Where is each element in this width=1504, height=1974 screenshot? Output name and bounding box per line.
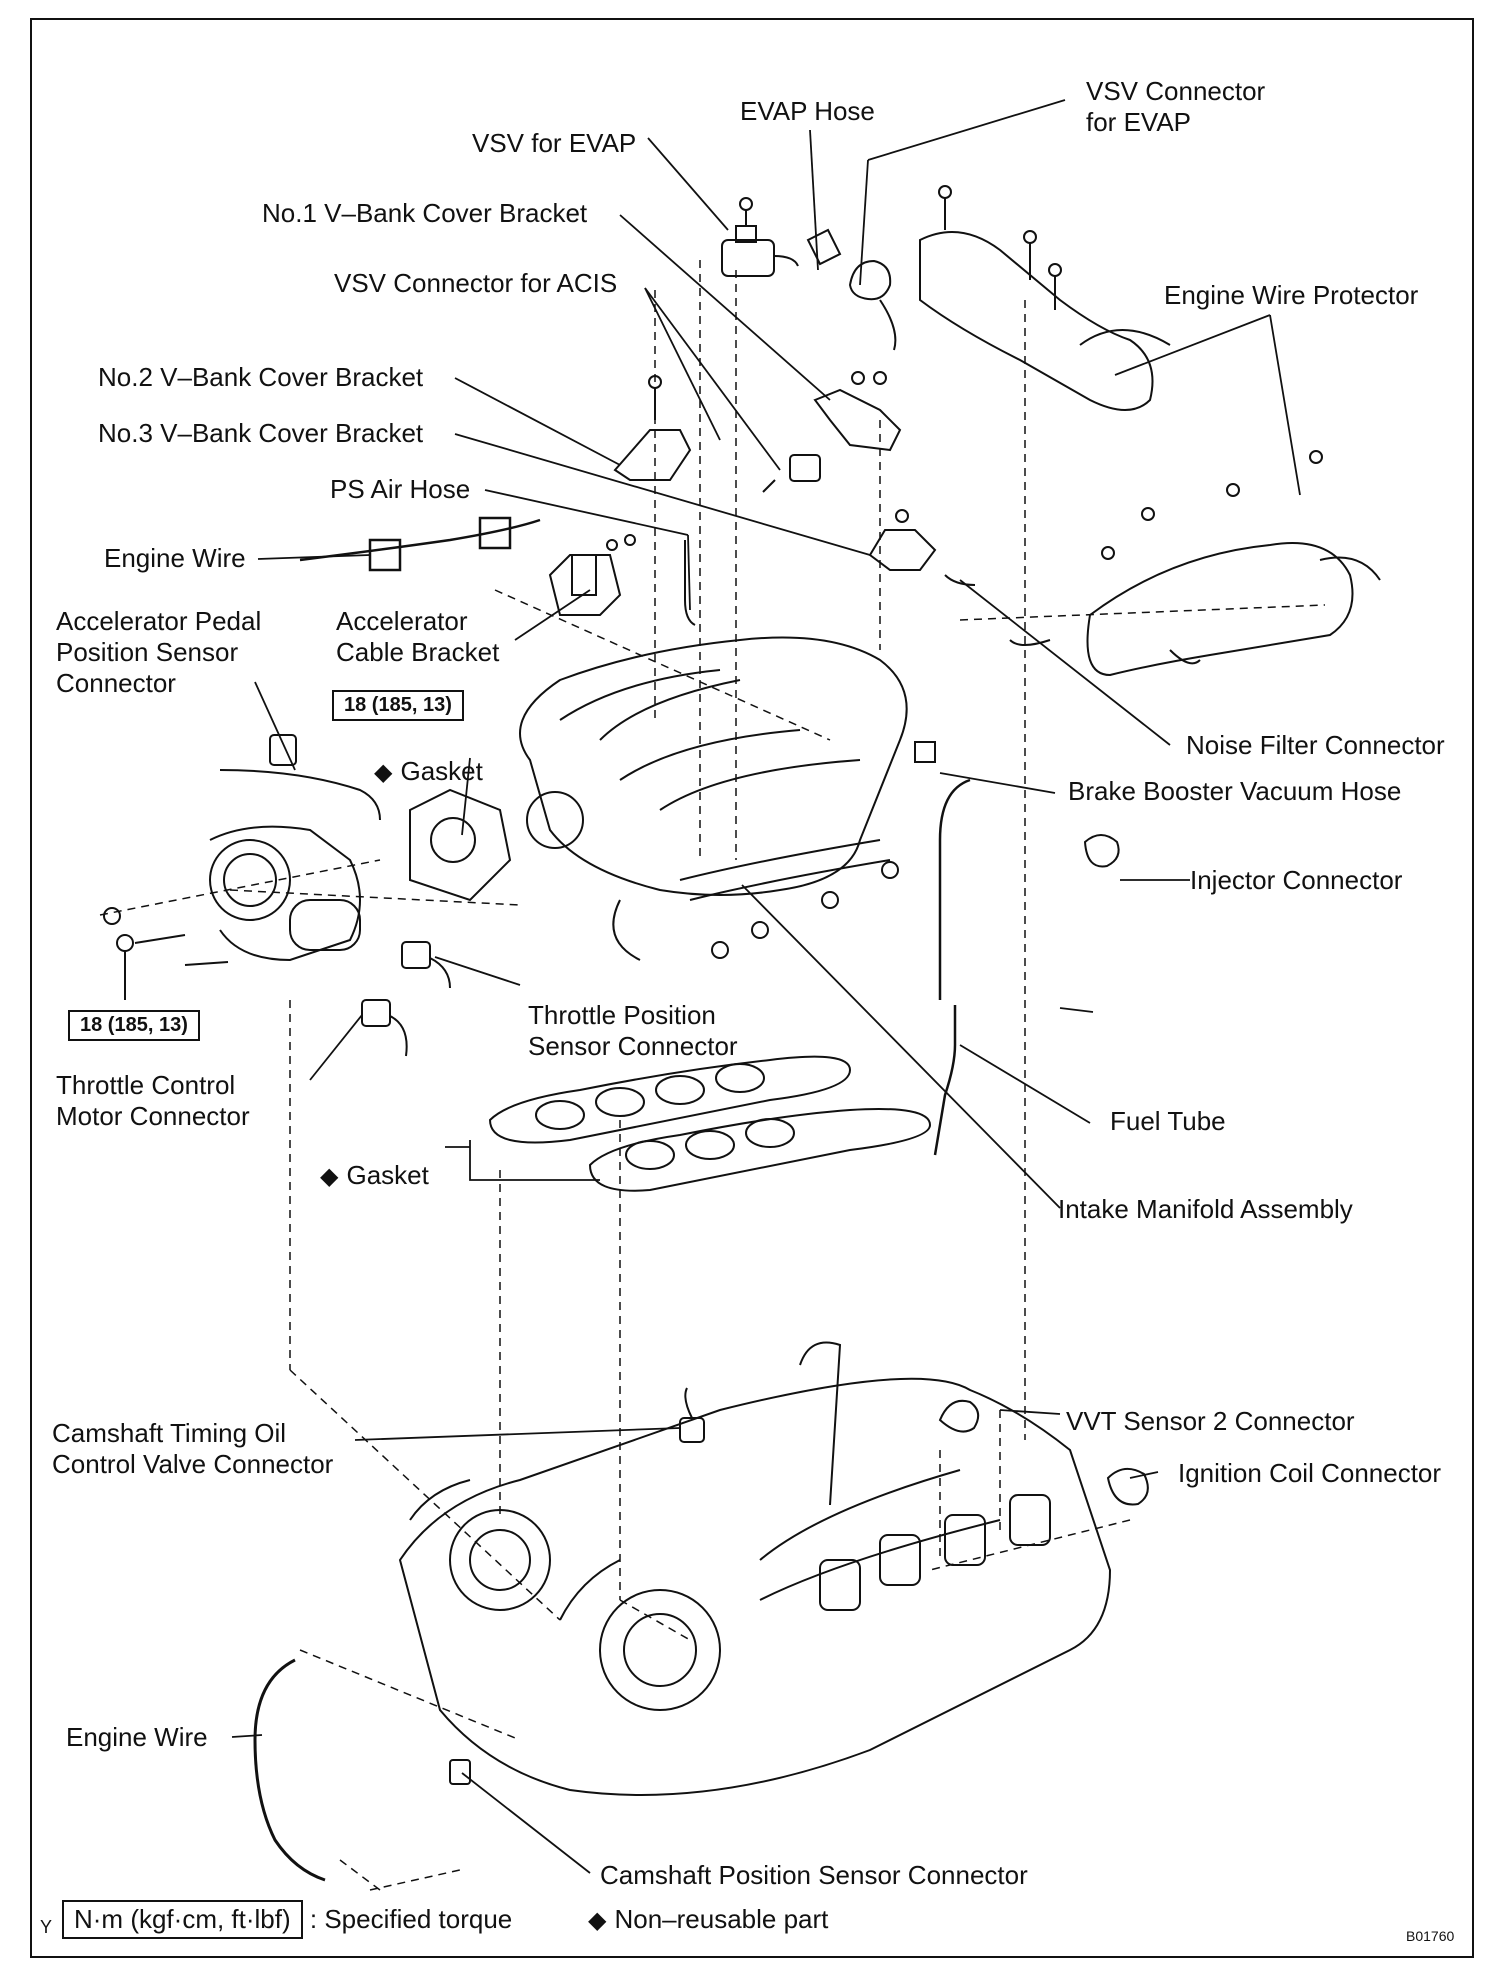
label-camshaft-timing-valve: Camshaft Timing Oil Control Valve Connec… [52,1418,333,1480]
label-no2-bracket: No.2 V–Bank Cover Bracket [98,362,424,392]
label-fuel-tube: Fuel Tube [1110,1106,1226,1136]
label-ps-air-hose: PS Air Hose [330,474,471,504]
diamond-icon: ◆ [588,1907,607,1934]
no2-bracket-part [613,375,692,481]
label-accel-pedal-line3: Connector [56,668,176,698]
label-brake-booster-hose: Brake Booster Vacuum Hose [1068,776,1402,806]
label-accel-pedal-line2: Position Sensor [56,637,239,667]
label-vsv-connector-evap-line1: VSV Connector [1086,76,1266,106]
label-camshaft-position-sensor: Camshaft Position Sensor Connector [600,1860,1028,1890]
diamond-icon: ◆ [374,759,393,786]
wire-protector-right [1009,450,1381,677]
throttle-bolts [103,907,229,1000]
label-no3-bracket: No.3 V–Bank Cover Bracket [98,418,424,448]
engine-wire-top-part [299,516,541,572]
diamond-icon: ◆ [320,1163,339,1190]
ps-air-hose-part [684,540,696,626]
gasket-lower-part [488,1055,932,1192]
gasket-top-part [409,788,512,902]
label-intake-manifold: Intake Manifold Assembly [1058,1194,1353,1224]
corner-letter: Y [40,1917,53,1937]
engine-wire-bottom-part [253,1658,326,1882]
vsv-connector-evap-part [848,259,897,351]
no3-bracket-part [868,509,976,586]
wire-protector-upper [919,185,1171,411]
throttle-body-part [209,734,381,962]
label-accel-pedal-sensor: Accelerator Pedal Position Sensor Connec… [56,606,261,699]
label-tps-line2: Sensor Connector [528,1031,738,1061]
alignment-lines [99,260,1326,1891]
label-engine-wire-bottom: Engine Wire [66,1722,208,1752]
label-tcm-line2: Motor Connector [56,1101,250,1131]
label-vsv-connector-evap-line2: for EVAP [1086,107,1192,137]
accel-cable-bracket-part [548,534,636,616]
label-vsv-connector-evap: VSV Connector for EVAP [1086,76,1265,138]
legend-nonreusable: ◆ Non–reusable part [588,1904,828,1936]
label-tcm-line1: Throttle Control [56,1070,236,1100]
label-accel-pedal-line1: Accelerator Pedal [56,606,262,636]
figure-id: B01760 [1406,1928,1455,1944]
label-accel-cable-line1: Accelerator [336,606,468,636]
label-vsv-for-evap: VSV for EVAP [472,128,637,158]
injector-connector-part [1083,834,1120,868]
brake-booster-part [914,741,936,763]
torque-box-lower: 18 (185, 13) [68,1010,200,1041]
ignition-coil-connector-part [1106,1467,1149,1506]
vvt-connector-part [938,1399,980,1433]
label-noise-filter-connector: Noise Filter Connector [1186,730,1445,760]
cam-timing-connector-part [679,1387,705,1443]
tps-connector-part [361,941,451,1057]
label-vvt-sensor-2: VVT Sensor 2 Connector [1066,1406,1355,1436]
vsv-acis-part [762,454,821,493]
legend-unit-box: N·m (kgf·cm, ft·lbf) [62,1900,303,1939]
legend-unit-text: : Specified torque [309,1904,513,1934]
torque-box-upper: 18 (185, 13) [332,690,464,721]
label-evap-hose: EVAP Hose [740,96,875,126]
label-engine-wire-top: Engine Wire [104,543,246,573]
label-cam-timing-line2: Control Valve Connector [52,1449,334,1479]
label-engine-wire-protector: Engine Wire Protector [1164,280,1419,310]
label-tps-line1: Throttle Position [528,1000,716,1030]
no1-bracket-part [813,371,902,452]
label-gasket-top-text: Gasket [400,756,483,786]
cam-position-connector-part [449,1759,471,1785]
label-vsv-connector-acis: VSV Connector for ACIS [334,268,618,298]
label-throttle-position-sensor: Throttle Position Sensor Connector [528,1000,738,1062]
label-cam-timing-line1: Camshaft Timing Oil [52,1418,287,1448]
diagram-frame [30,18,1474,1958]
label-ignition-coil-connector: Ignition Coil Connector [1178,1458,1442,1488]
vsv-evap-part [721,197,799,277]
label-throttle-control-motor: Throttle Control Motor Connector [56,1070,250,1132]
label-gasket-mid: ◆ Gasket [320,1160,429,1192]
engine-assembly-part [398,1341,1112,1796]
label-accel-cable-bracket: Accelerator Cable Bracket [336,606,499,668]
label-injector-connector: Injector Connector [1190,865,1403,895]
label-no1-bracket: No.1 V–Bank Cover Bracket [262,198,588,228]
legend-torque: N·m (kgf·cm, ft·lbf) : Specified torque [62,1900,512,1939]
label-gasket-top: ◆ Gasket [374,756,483,788]
intake-manifold-part [519,636,908,961]
evap-hose-part [806,228,842,266]
legend-nonreusable-text: Non–reusable part [614,1904,829,1934]
label-accel-cable-line2: Cable Bracket [336,637,500,667]
fuel-tube-part [933,778,971,1156]
label-gasket-mid-text: Gasket [346,1160,429,1190]
